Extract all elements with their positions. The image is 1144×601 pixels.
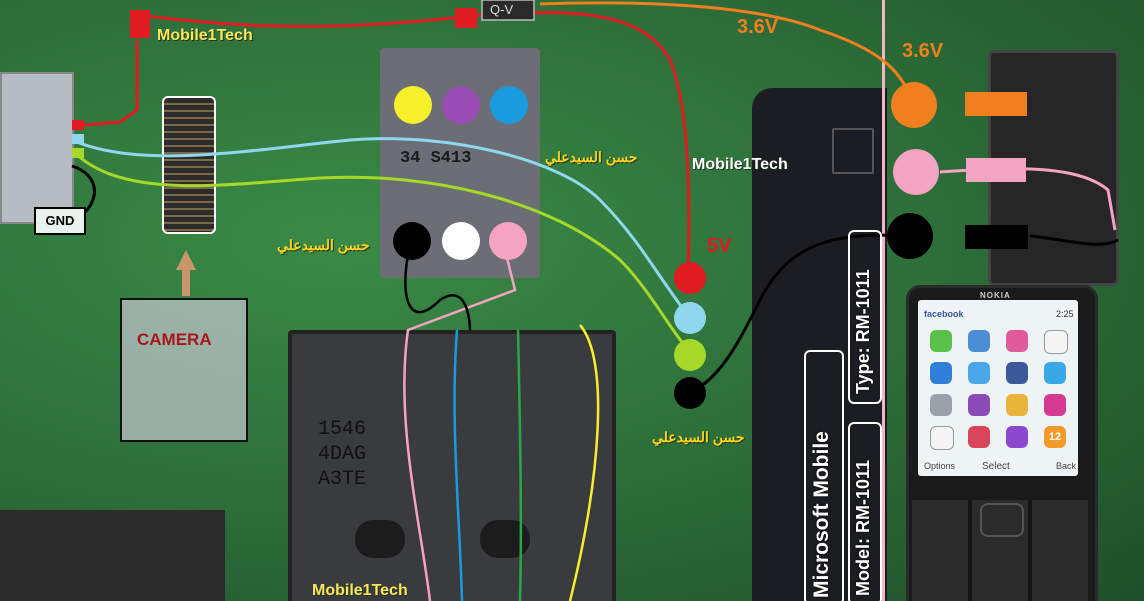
camera-app-icon <box>930 426 954 450</box>
emoji-app-icon <box>1006 394 1028 416</box>
dot-pink-sim <box>489 222 527 260</box>
chip-marking-1: 34 S413 <box>400 149 472 168</box>
video-app-icon <box>1006 426 1028 448</box>
phone-nav-key <box>980 503 1024 537</box>
browser-app-icon <box>930 362 952 384</box>
wire-yellow-down <box>568 324 600 601</box>
dot-black <box>674 377 706 409</box>
arrow-up-icon <box>176 250 196 296</box>
settings-app-icon <box>930 394 952 416</box>
voltage-label-right: 3.6V <box>902 40 944 62</box>
dot-green <box>674 339 706 371</box>
messages-app-icon <box>968 362 990 384</box>
chip-marking-4: A3TE <box>318 468 367 491</box>
voltage-label-5v: 5V <box>707 235 732 257</box>
dot-purple-sim <box>442 86 480 124</box>
camera-label: CAMERA <box>137 330 212 349</box>
type-label: Type: RM-1011 <box>853 269 873 394</box>
softkey-left: Options <box>924 461 956 471</box>
wire-green <box>70 148 692 354</box>
watermark-bottom: Mobile1Tech <box>312 582 408 599</box>
board-connector <box>162 96 216 234</box>
wire-darkgreen-down <box>516 329 523 601</box>
pin-red <box>72 120 84 130</box>
arabic-label-2: حسن السيدعلي <box>277 237 370 253</box>
wire-pink-down <box>403 249 517 601</box>
chip-marking-3: 4DAG <box>318 443 367 466</box>
arabic-label-3: حسن السيدعلي <box>652 429 745 445</box>
wire-blue-down <box>453 329 464 601</box>
wire-black-right <box>1029 234 1119 246</box>
flag-app-icon <box>968 426 990 448</box>
calendar-app-icon: 12 <box>1044 426 1066 448</box>
red-component-2 <box>455 8 477 28</box>
watermark-top: Mobile1Tech <box>157 27 253 44</box>
bar-orange <box>965 92 1027 116</box>
wire-black-loop <box>404 254 472 331</box>
dot-blue-sim <box>490 86 528 124</box>
pin-lightblue <box>72 134 84 144</box>
wire-black-gnd <box>71 164 96 217</box>
board-edge-line <box>882 0 885 601</box>
chip-marking-2: 1546 <box>318 418 367 441</box>
arabic-label-1: حسن السيدعلي <box>545 149 638 165</box>
voltage-label-top: 3.6V <box>737 16 779 38</box>
model-label: Model: RM-1011 <box>853 459 873 596</box>
qv-component <box>481 0 535 21</box>
facebook-app-icon <box>1006 362 1028 384</box>
twitter-app-icon <box>1044 362 1066 384</box>
manufacturer-label: Microsoft Mobile <box>810 431 833 598</box>
dot-lightblue <box>674 302 706 334</box>
wire-orange <box>539 1 914 101</box>
manufacturer-frame <box>804 350 844 601</box>
phone-screen: facebook 2:25 12 <box>918 300 1078 476</box>
dot-yellow-sim <box>394 86 432 124</box>
battery-bin-icon <box>832 128 874 174</box>
red-component <box>130 10 150 38</box>
component-block <box>0 510 225 601</box>
games-app-icon <box>968 394 990 416</box>
watermark-mid: Mobile1Tech <box>692 156 788 173</box>
wire-black <box>689 233 911 394</box>
softkey-center: Select <box>982 461 1010 472</box>
softkey-right: Back <box>1056 461 1077 471</box>
gnd-label: GND <box>34 207 86 235</box>
dot-red-5v <box>674 262 706 294</box>
dot-orange-battery <box>891 82 937 128</box>
wire-red <box>139 11 691 279</box>
holder-slot <box>355 520 405 558</box>
phone-brand: NOKIA <box>980 291 1011 300</box>
dot-pink-battery <box>893 149 939 195</box>
memory-card-holder <box>288 330 616 601</box>
wire-red-left <box>71 40 139 128</box>
phone-app-icon <box>930 330 952 352</box>
music-app-icon <box>1006 330 1028 352</box>
component-label: Q-V <box>490 2 514 17</box>
usb-connector <box>0 72 74 224</box>
type-frame <box>848 230 882 404</box>
app-title: facebook <box>924 309 964 319</box>
contacts-app-icon <box>968 330 990 352</box>
dot-black-battery <box>887 213 933 259</box>
store-app-icon <box>1044 394 1066 416</box>
pin-green <box>72 148 84 158</box>
phone-keypad <box>912 500 1088 601</box>
dot-black-sim <box>393 222 431 260</box>
bar-pink <box>966 158 1026 182</box>
model-frame <box>848 422 882 601</box>
time-display: 2:25 <box>1056 309 1074 319</box>
camera-module-box <box>120 298 248 442</box>
dot-white-sim <box>442 222 480 260</box>
bar-black <box>965 225 1028 249</box>
clock-app-icon <box>1044 330 1068 354</box>
wire-lightblue <box>71 137 692 319</box>
